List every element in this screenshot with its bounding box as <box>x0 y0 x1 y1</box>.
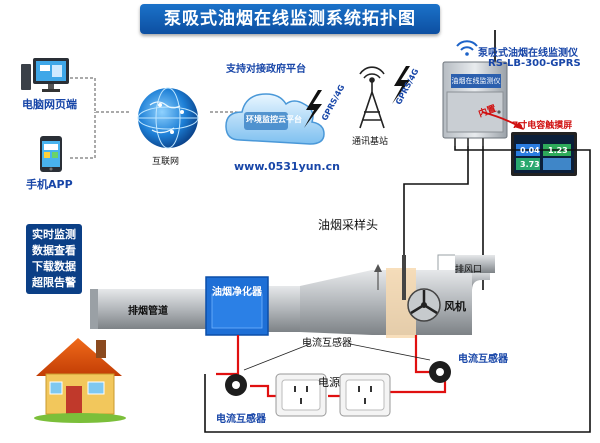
screen-value-1: 0.04 <box>520 146 540 155</box>
wifi-icon <box>456 40 478 56</box>
platform-url: www.0531yun.cn <box>234 160 340 173</box>
touchscreen-display <box>511 132 577 176</box>
base-station-label: 通讯基站 <box>352 137 389 147</box>
pc-icon <box>21 58 69 92</box>
pc-label: 电脑网页端 <box>22 98 77 111</box>
screen-value-3: 3.73 <box>520 160 540 169</box>
purifier-label: 油烟净化器 <box>212 287 262 298</box>
device-tag: 油烟在线监测仪 <box>451 74 501 88</box>
fan-label: 风机 <box>444 300 466 313</box>
builtin-arrow <box>481 111 524 130</box>
internet-globe-icon <box>137 87 199 149</box>
link-phone <box>70 112 96 159</box>
monitor-model-label: RS-LB-300-GPRS <box>488 58 581 69</box>
cloud-platform-label: 环境监控云平台 <box>246 115 302 124</box>
base-station-tower-icon <box>359 66 385 129</box>
network-links <box>70 77 238 159</box>
ct-right-label: 电流互感器 <box>458 354 508 365</box>
feature-realtime: 实时监测 <box>32 228 76 241</box>
cloud-platform-icon <box>225 93 325 145</box>
power-socket-left-icon <box>275 373 327 417</box>
airflow-up-arrow <box>374 264 382 290</box>
title-banner: 泵吸式油烟在线监测系统拓扑图 <box>140 4 440 34</box>
screen-value-2: 1.23 <box>548 146 568 155</box>
monitor-name-label: 泵吸式油烟在线监测仪 <box>478 48 578 59</box>
gov-platform-label: 支持对接政府平台 <box>226 64 306 75</box>
touchscreen-label: 7寸电容触摸屏 <box>512 121 573 131</box>
sampling-head-label: 油烟采样头 <box>318 218 379 232</box>
page-title: 泵吸式油烟在线监测系统拓扑图 <box>164 9 416 29</box>
feature-download: 下载数据 <box>32 260 76 273</box>
feature-view-data: 数据查看 <box>32 244 76 257</box>
link-pc <box>70 77 130 113</box>
current-transformer-bottom-icon <box>225 374 247 396</box>
internet-label: 互联网 <box>152 157 180 167</box>
exhaust-pipe-label: 排烟管道 <box>128 306 168 317</box>
ct-top-label: 电流互感器 <box>302 338 352 349</box>
lightning-right-icon <box>392 66 410 104</box>
feature-list: 实时监测 数据查看 下载数据 超限告警 <box>26 224 82 294</box>
oil-fume-purifier <box>205 276 269 336</box>
restaurant-house-icon <box>34 338 126 423</box>
fan-icon <box>407 288 441 322</box>
phone-label: 手机APP <box>26 178 73 191</box>
current-transformer-right-icon <box>429 361 451 383</box>
exhaust-outlet-label: 排风口 <box>455 265 483 275</box>
power-label: 电源 <box>318 376 340 389</box>
power-socket-right-icon <box>339 373 391 417</box>
phone-icon <box>40 136 62 172</box>
ct-pointers <box>243 343 431 371</box>
ct-bottom-label: 电流互感器 <box>216 414 266 425</box>
feature-alarm: 超限告警 <box>32 276 76 289</box>
lightning-left-icon <box>304 90 322 128</box>
